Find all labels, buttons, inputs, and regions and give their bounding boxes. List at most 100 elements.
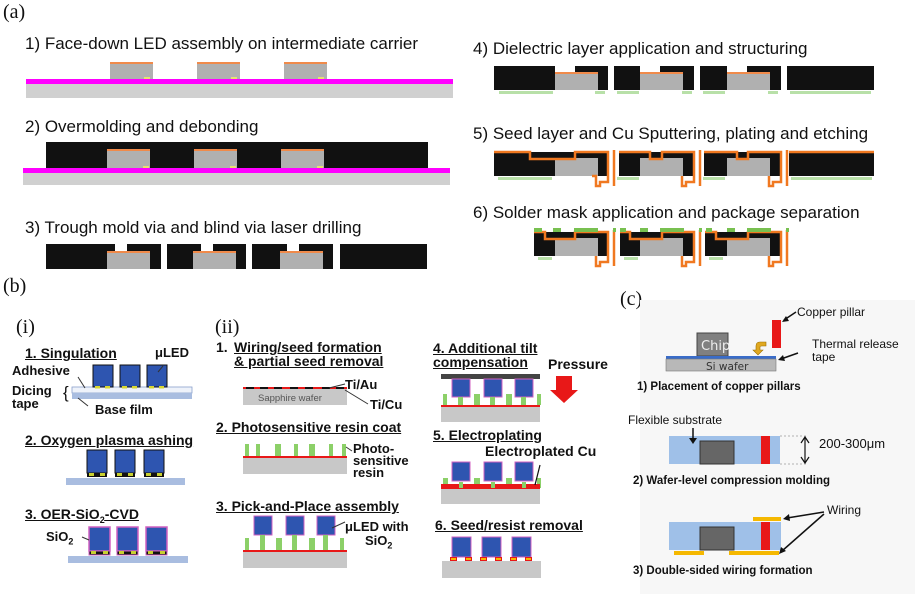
uled-chip-final [480, 536, 502, 561]
b-i-step3-diagram [68, 526, 188, 563]
press-plate [441, 374, 540, 379]
led-chip [194, 149, 237, 168]
copper-pillar [772, 320, 781, 348]
photo-resin-label-1: Photo- [353, 441, 395, 456]
drilled-package [252, 244, 333, 269]
si-wafer [665, 358, 777, 372]
c-step2-label: 2) Wafer-level compression molding [633, 475, 831, 487]
panel-c-label: (c) [620, 288, 643, 310]
b-ii-step1-title-line2: & partial seed removal [234, 353, 384, 369]
b-ii-step1-diagram: Sapphire wafer [243, 383, 369, 405]
step-a3-diagram [46, 244, 427, 269]
dicing-label: Dicing [12, 383, 52, 398]
copper-pillar-label: Copper pillar [797, 305, 866, 319]
uled-label: μLED [155, 345, 189, 360]
separated-package [534, 228, 616, 268]
step-a1-diagram [26, 62, 453, 98]
led-chip [110, 62, 153, 79]
uled-chip [146, 364, 168, 389]
b-ii-step3-diagram [243, 515, 347, 568]
uled-chip-pressed [483, 378, 503, 405]
chip [699, 526, 735, 551]
panel-b-i-label: (i) [16, 316, 35, 338]
photo-resin-label-3: resin [353, 465, 385, 480]
bottom-wiring [674, 551, 704, 555]
b-ii-step4-title-line2: compensation [433, 354, 528, 370]
uled-chip [86, 449, 108, 477]
chip-label: Chip [701, 339, 730, 354]
dielectric-package [494, 66, 608, 94]
resin-pillars [245, 444, 346, 456]
uled-chip-sio2 [88, 526, 111, 556]
carrier [23, 173, 450, 185]
tape-label: tape [12, 396, 39, 411]
step-a4-label: 4) Dielectric layer application and stru… [473, 39, 808, 58]
carrier [26, 84, 453, 98]
thermal-release-label-1: Thermal release [812, 337, 899, 351]
b-i-step1-title: 1. Singulation [25, 345, 117, 361]
b-ii-step4-diagram [441, 374, 578, 422]
b-ii-step5-title: 5. Electroplating [433, 427, 542, 443]
c-step3-label: 3) Double-sided wiring formation [633, 565, 813, 577]
copper-pillar [761, 522, 770, 550]
plated-package [619, 150, 702, 188]
b-ii-step4-title-line1: 4. Additional tilt [433, 340, 538, 356]
b-i-step2-diagram [66, 449, 185, 485]
uled-chip-plated [514, 461, 534, 482]
step-a5-diagram [494, 150, 874, 188]
placement-arrow-icon [752, 341, 767, 356]
svg-text:{: { [63, 383, 69, 402]
mold-block [787, 66, 874, 90]
copper-pillar [761, 436, 770, 464]
pressure-arrow-icon [550, 376, 578, 403]
step-a3-label: 3) Trough mold via and blind via laser d… [25, 218, 362, 237]
step-a4-diagram [494, 66, 874, 94]
step-a1-label: 1) Face-down LED assembly on intermediat… [25, 34, 419, 53]
thermal-release-label-2: tape [812, 350, 836, 364]
uled-with-label: μLED with [345, 519, 409, 534]
led-chip [197, 62, 240, 79]
top-wiring [753, 517, 781, 521]
sapphire-wafer-label: Sapphire wafer [258, 393, 322, 404]
thermal-release-tape [666, 356, 776, 359]
led-chip [281, 149, 324, 168]
wiring-label: Wiring [827, 503, 862, 517]
uled-chip-sio2 [145, 526, 168, 556]
b-i-step3-title: 3. OER-SiO2-CVD [25, 506, 139, 525]
b-ii-step5-diagram [441, 461, 541, 504]
plated-package [704, 150, 789, 188]
uled-chip-placed [316, 515, 336, 550]
adhesive-layer [26, 79, 453, 84]
thickness-label: 200-300μm [819, 436, 886, 451]
led-chip [284, 62, 327, 79]
pressure-label: Pressure [548, 356, 608, 372]
panel-a-label: (a) [3, 1, 26, 23]
uled-chip-final [510, 536, 532, 561]
b-i-step2-title: 2. Oxygen plasma ashing [25, 432, 194, 448]
b-ii-step2-title: 2. Photosensitive resin coat [216, 419, 402, 435]
wiring-arrow-icon [786, 511, 825, 519]
sapphire-wafer [243, 389, 347, 405]
b-ii-step6-title: 6. Seed/resist removal [435, 517, 583, 533]
ti-au-label: Ti/Au [345, 377, 378, 392]
step-a2-diagram [23, 142, 450, 185]
step-a6-label: 6) Solder mask application and package s… [473, 203, 860, 222]
sio2-label: SiO2 [46, 529, 74, 547]
b-ii-step1-num: 1. [216, 339, 228, 355]
panel-b-ii-label: (ii) [215, 316, 240, 338]
uled-chip-pressed [514, 378, 534, 405]
b-ii-step2-diagram [243, 444, 353, 474]
chip [699, 440, 735, 465]
uled-chip-plated [451, 461, 471, 482]
uled-chip-pressed [451, 378, 471, 405]
si-wafer-label: Si wafer [706, 361, 749, 373]
uled-chip-final [450, 536, 472, 561]
bottom-wiring [729, 551, 779, 555]
adhesive-label: Adhesive [12, 363, 70, 378]
b-ii-step6-diagram [442, 536, 541, 578]
sio2-label-ii: SiO2 [365, 533, 393, 551]
uled-chip-placed [285, 515, 305, 550]
